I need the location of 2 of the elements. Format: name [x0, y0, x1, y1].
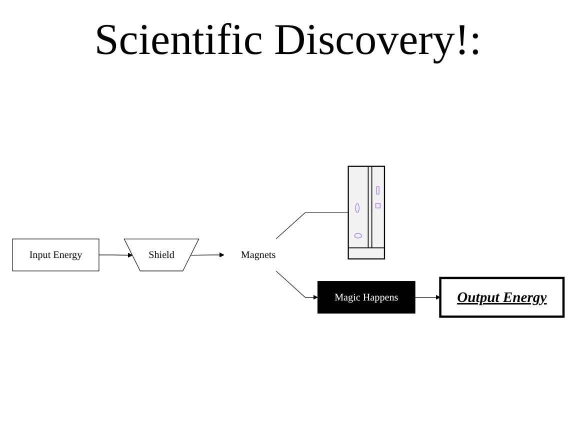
diagram-title: Scientific Discovery!:: [93, 14, 483, 65]
node-text: Magnets: [240, 248, 276, 260]
